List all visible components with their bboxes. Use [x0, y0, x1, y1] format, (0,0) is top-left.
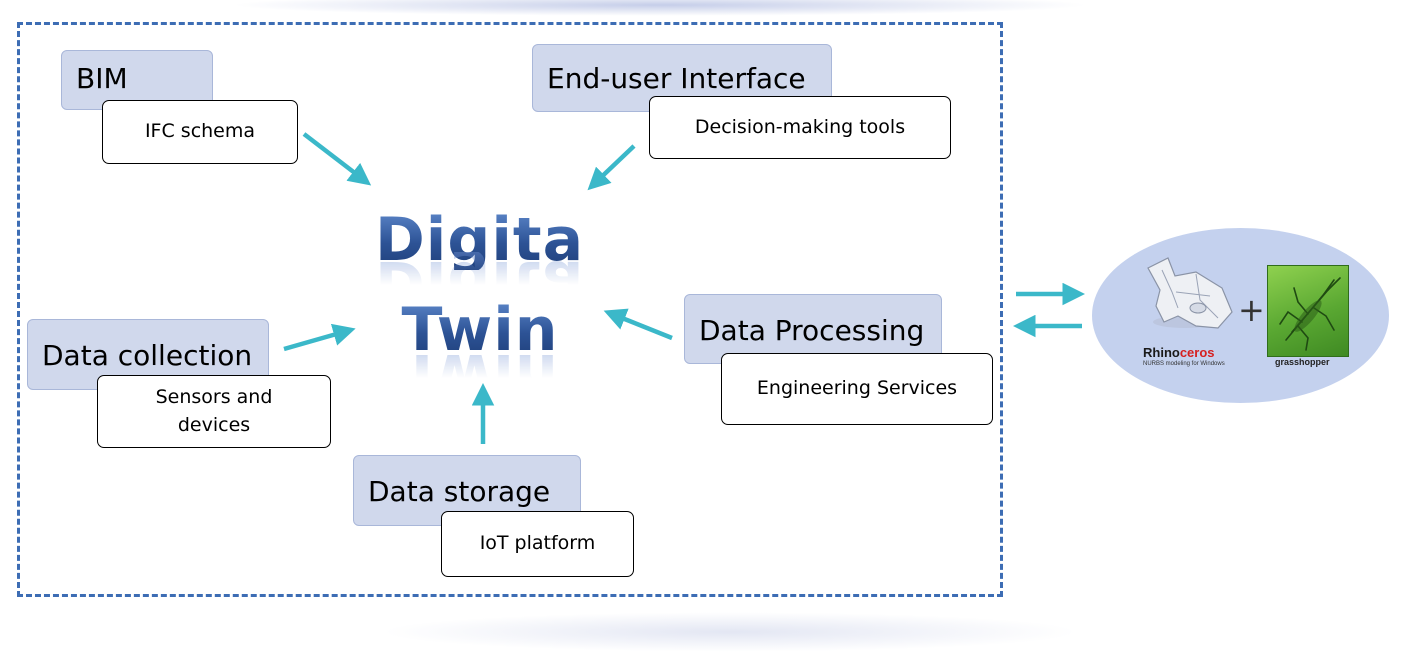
node-data-collection-detail: Sensors and devices [97, 375, 331, 448]
node-data-storage-detail: IoT platform [441, 511, 634, 577]
title-twin: Twin [375, 300, 585, 360]
title-digital: Digital [375, 205, 606, 275]
node-bim-detail: IFC schema [102, 100, 298, 164]
rhinoceros-wordmark: Rhinoceros [1143, 345, 1215, 360]
grasshopper-wordmark: grasshopper [1275, 357, 1330, 367]
top-glow [230, 0, 1090, 16]
node-data-processing-detail: Engineering Services [721, 353, 993, 425]
arrow-data-processing-to-twin [603, 308, 673, 341]
plus-sign: + [1238, 291, 1265, 329]
arrow-data-collection-to-twin [283, 323, 356, 352]
rhinoceros-tagline: NURBS modeling for Windows [1143, 361, 1225, 367]
digital-twin-boundary [17, 22, 1003, 597]
arrow-bim-to-twin [302, 132, 372, 186]
grasshopper-insect-icon [1279, 277, 1341, 351]
arrow-end-user-to-twin [587, 144, 636, 191]
node-end-user-detail: Decision-making tools [649, 96, 951, 159]
grasshopper-logo-icon [1267, 265, 1349, 357]
